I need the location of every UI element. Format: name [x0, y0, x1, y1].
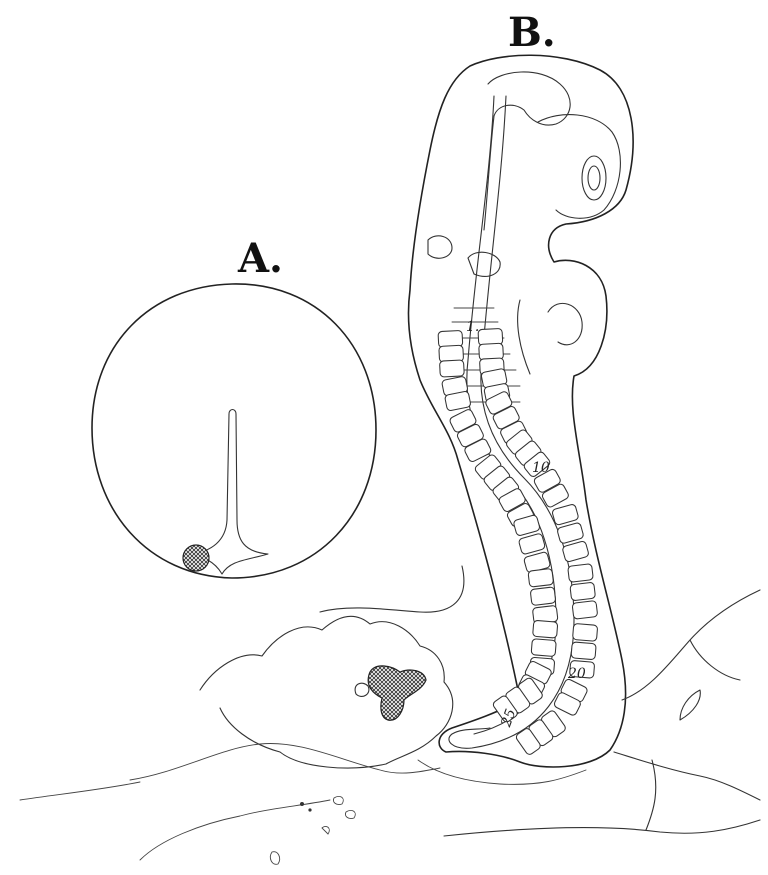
somite-label-10: 10	[532, 460, 550, 476]
speckles	[270, 796, 355, 864]
somite-right	[557, 522, 584, 544]
somite-right	[562, 541, 589, 563]
somite-left	[531, 639, 556, 657]
otic-right	[468, 252, 500, 276]
heart-bulge	[548, 303, 582, 344]
membrane-edge-trail	[20, 782, 330, 860]
small-loop	[355, 683, 369, 696]
somite-left	[530, 587, 556, 606]
somite-left	[518, 533, 545, 555]
forebrain-curve	[538, 115, 620, 219]
embryo-outline	[408, 55, 633, 767]
somite-left	[533, 620, 558, 638]
amnion-fold	[418, 760, 586, 784]
panel-a: A.	[92, 235, 376, 578]
somite-right	[568, 564, 594, 583]
chorion-curve	[444, 820, 760, 836]
somite-right	[552, 504, 579, 526]
panel-b-label: B.	[508, 9, 556, 56]
blastoderm-disc	[92, 284, 376, 578]
hatched-spot-b	[368, 666, 426, 720]
somite-right	[572, 601, 598, 620]
panel-b: B. 1. 10 20 25	[20, 9, 760, 864]
hatched-spot-a	[183, 545, 209, 571]
optic-vesicle	[582, 156, 606, 200]
otic-left	[428, 236, 452, 258]
somite-label-20: 20	[567, 666, 586, 682]
somite-left	[528, 568, 554, 587]
optic-cup	[588, 166, 600, 190]
panel-a-label: A.	[237, 235, 283, 282]
somite-left	[440, 360, 465, 377]
vitelline-vessels	[614, 590, 760, 830]
pharyngeal-arch	[518, 300, 530, 374]
somite-right	[570, 582, 596, 601]
somite-right	[572, 623, 597, 641]
membrane-edge-lower	[130, 743, 440, 780]
somite-right	[571, 642, 596, 660]
somite-label-1: 1.	[466, 319, 479, 335]
yolk-stalk	[320, 566, 464, 612]
